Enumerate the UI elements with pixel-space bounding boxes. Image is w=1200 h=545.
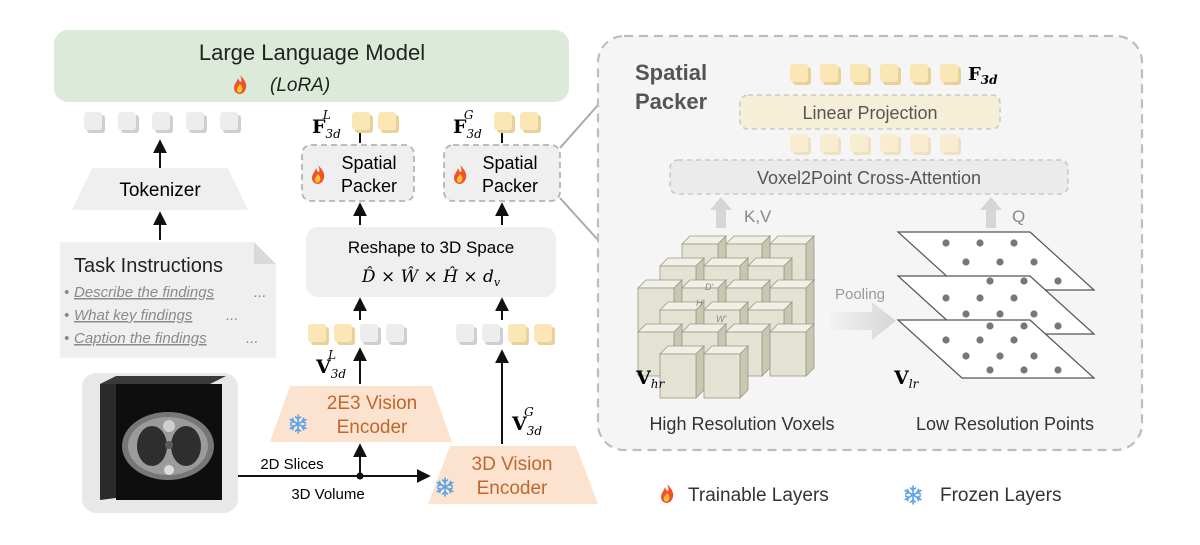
zoom-line [559,197,599,241]
kv-arrow [710,197,732,228]
detail-title-line1: Spatial [635,60,707,85]
pooling-arrow [830,302,896,340]
kv-label: K,V [744,207,772,226]
tokenizer-box [72,168,248,210]
linear-projection-box [739,94,1001,130]
feature-token [352,112,373,133]
reshape-box [306,227,556,297]
packer-global-line2: Packer [482,176,538,196]
spatial-packer-global [443,144,561,202]
cross-attention-label: Voxel2Point Cross-Attention [757,168,981,188]
spatial-packer-local [301,144,415,202]
flame-icon [661,484,674,503]
v3d-local-label: V3dL [315,348,346,381]
feature-token [378,112,399,133]
packer-local-line2: Packer [341,176,397,196]
v3d-global-label: V3dG [511,405,542,438]
f3d-local-label: F3dL [312,108,341,141]
instruction-ellipsis: ... [246,330,259,347]
instruction-item-1: Describe the findings [74,284,215,301]
low-res-point-planes [896,231,1096,379]
instruction-bullet: • [64,307,69,324]
q-label: Q [1012,207,1025,226]
legend-trainable: Trainable Layers [688,485,829,506]
cube-h-label: H' [696,298,704,308]
instructions-title: Task Instructions [74,255,223,277]
cross-attention-box [669,159,1069,195]
local-visual-tokens [308,324,407,345]
packer-global-line1: Spatial [482,153,537,173]
tokenizer-label: Tokenizer [119,180,201,201]
linear-projection-label: Linear Projection [802,103,937,123]
instruction-ellipsis: ... [254,284,267,301]
v-lr-label: Vlr [893,367,920,391]
encoder-3d-line2: Encoder [477,478,548,499]
detail-title-line2: Packer [635,89,708,114]
global-visual-tokens [456,324,555,345]
encoder-2e3-line1: 2E3 Vision [327,393,418,414]
snowflake-icon [904,485,922,505]
encoder-2e3-box [270,386,452,442]
zoom-line [559,104,599,149]
encoder-3d-line1: 3D Vision [472,454,553,475]
legend-frozen: Frozen Layers [940,485,1061,506]
text-tokens [84,112,241,133]
instruction-ellipsis: ... [226,307,239,324]
label-3d-volume: 3D Volume [291,486,364,503]
cube-w-label: W' [716,314,726,324]
feature-token [520,112,541,133]
packer-local-line1: Spatial [341,153,396,173]
hr-caption: High Resolution Voxels [649,414,834,434]
llm-box [54,30,569,102]
instruction-bullet: • [64,330,69,347]
point-dots [942,239,1062,374]
lr-caption: Low Resolution Points [916,414,1094,434]
v-hr-label: Vhr [635,367,665,391]
instructions-doc [60,242,276,358]
llm-title: Large Language Model [199,40,425,65]
feature-token [494,112,515,133]
label-2d-slices: 2D Slices [260,456,323,473]
pooling-label: Pooling [835,286,885,303]
encoder-2e3-line2: Encoder [337,417,408,438]
ct-volume-image [100,376,226,500]
reshape-formula: D̂ × Ŵ × Ĥ × dv [361,266,501,289]
reshape-title: Reshape to 3D Space [348,238,514,257]
cube-d-label: D' [705,282,713,292]
instruction-item-2: What key findings [74,307,193,324]
f3d-global-label: F3dG [453,108,482,141]
llm-lora: (LoRA) [270,75,330,96]
instruction-item-3: Caption the findings [74,330,207,347]
f3d-output-label: F3d [968,64,998,87]
encoder-3d-box [428,446,598,504]
instruction-bullet: • [64,284,69,301]
q-arrow [980,197,1002,228]
